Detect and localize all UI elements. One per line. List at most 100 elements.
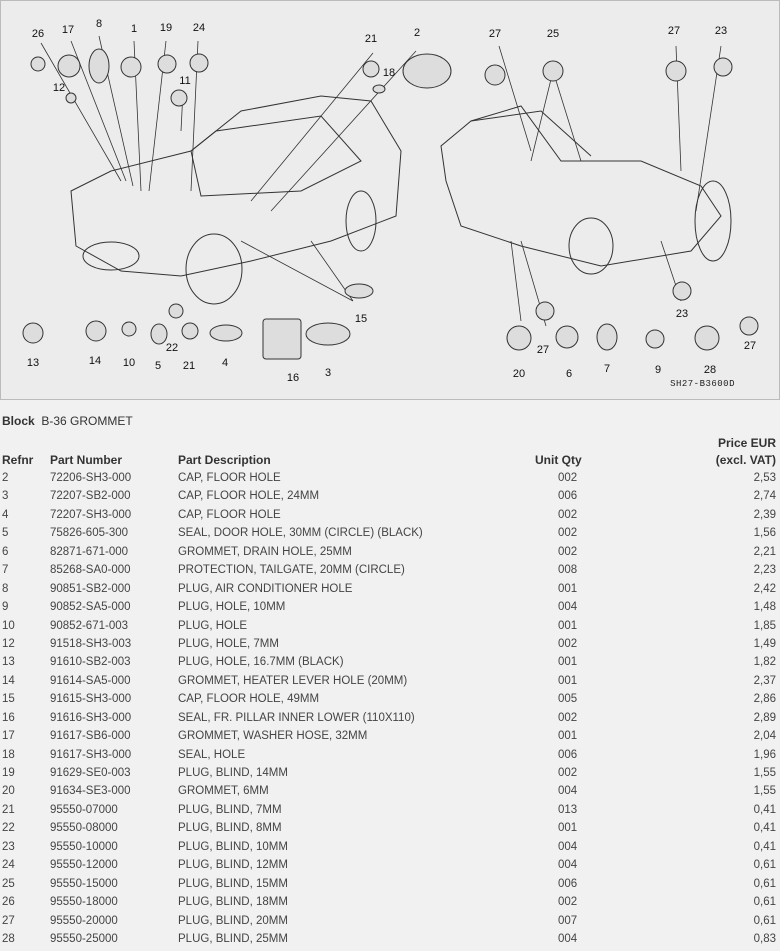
cell-refnr: 8 <box>2 582 9 595</box>
cell-refnr: 9 <box>2 601 9 614</box>
cell-qty: 002 <box>558 545 578 558</box>
cell-refnr: 13 <box>2 656 15 669</box>
callout-23: 23 <box>714 25 728 37</box>
callout-27: 27 <box>536 344 550 356</box>
cell-description: PROTECTION, TAILGATE, 20MM (CIRCLE) <box>178 564 405 577</box>
cell-description: CAP, FLOOR HOLE <box>178 508 281 521</box>
callout-23: 23 <box>675 308 689 320</box>
callout-12: 12 <box>52 82 66 94</box>
cell-refnr: 24 <box>2 859 15 872</box>
cell-refnr: 20 <box>2 785 15 798</box>
cell-part-number: 95550-10000 <box>50 840 118 853</box>
cell-price: 1,82 <box>753 656 776 669</box>
cell-price: 1,49 <box>753 637 776 650</box>
cell-description: PLUG, AIR CONDITIONER HOLE <box>178 582 353 595</box>
header-refnr: Refnr <box>2 453 34 467</box>
cell-qty: 006 <box>558 877 578 890</box>
cell-part-number: 91616-SH3-000 <box>50 711 132 724</box>
callout-18: 18 <box>382 67 396 79</box>
cell-price: 2,86 <box>753 693 776 706</box>
callout-20: 20 <box>512 368 526 380</box>
cell-part-number: 72207-SH3-000 <box>50 508 132 521</box>
cell-part-number: 72206-SH3-000 <box>50 472 132 484</box>
cell-price: 0,41 <box>753 822 776 835</box>
cell-description: CAP, FLOOR HOLE, 49MM <box>178 693 320 706</box>
callout-15: 15 <box>354 313 368 325</box>
cell-description: CAP, FLOOR HOLE, 24MM <box>178 490 320 503</box>
cell-refnr: 2 <box>2 472 9 484</box>
cell-part-number: 90852-671-003 <box>50 619 129 632</box>
cell-qty: 001 <box>558 822 578 835</box>
callout-8: 8 <box>95 18 103 30</box>
cell-price: 2,39 <box>753 508 776 521</box>
cell-refnr: 15 <box>2 693 15 706</box>
cell-refnr: 17 <box>2 730 15 743</box>
callout-27: 27 <box>667 25 681 37</box>
cell-part-number: 91617-SH3-000 <box>50 748 132 761</box>
cell-qty: 002 <box>558 527 578 540</box>
cell-refnr: 3 <box>2 490 9 503</box>
callout-19: 19 <box>159 22 173 34</box>
cell-description: GROMMET, HEATER LEVER HOLE (20MM) <box>178 674 408 687</box>
cell-price: 0,61 <box>753 859 776 872</box>
cell-qty: 004 <box>558 840 578 853</box>
cell-part-number: 95550-12000 <box>50 859 118 872</box>
header-part-number: Part Number <box>50 453 123 467</box>
cell-price: 2,89 <box>753 711 776 724</box>
cell-qty: 001 <box>558 674 578 687</box>
cell-part-number: 95550-15000 <box>50 877 118 890</box>
cell-qty: 006 <box>558 748 578 761</box>
header-qty: Unit Qty <box>535 453 582 467</box>
block-label: Block <box>2 414 35 428</box>
cell-description: SEAL, HOLE <box>178 748 246 761</box>
cell-description: GROMMET, DRAIN HOLE, 25MM <box>178 545 352 558</box>
callout-1: 1 <box>130 23 138 35</box>
callout-5: 5 <box>154 360 162 372</box>
cell-description: PLUG, BLIND, 10MM <box>178 840 288 853</box>
callout-24: 24 <box>192 22 206 34</box>
cell-price: 2,74 <box>753 490 776 503</box>
cell-part-number: 95550-07000 <box>50 803 118 816</box>
cell-description: PLUG, BLIND, 15MM <box>178 877 288 890</box>
cell-part-number: 91615-SH3-000 <box>50 693 132 706</box>
cell-part-number: 75826-605-300 <box>50 527 129 540</box>
callout-4: 4 <box>221 357 229 369</box>
cell-qty: 005 <box>558 693 578 706</box>
cell-part-number: 90852-SA5-000 <box>50 601 131 614</box>
cell-description: PLUG, BLIND, 7MM <box>178 803 282 816</box>
block-title: Block B-36 GROMMET <box>2 414 133 428</box>
cell-description: PLUG, HOLE, 16.7MM (BLACK) <box>178 656 344 669</box>
cell-description: GROMMET, WASHER HOSE, 32MM <box>178 730 368 743</box>
cell-price: 0,41 <box>753 803 776 816</box>
callout-14: 14 <box>88 355 102 367</box>
cell-refnr: 26 <box>2 896 15 909</box>
callout-27: 27 <box>743 340 757 352</box>
cell-qty: 002 <box>558 472 578 484</box>
cell-price: 1,55 <box>753 767 776 780</box>
cell-price: 0,61 <box>753 896 776 909</box>
cell-description: PLUG, HOLE, 10MM <box>178 601 286 614</box>
cell-part-number: 91614-SA5-000 <box>50 674 131 687</box>
callout-7: 7 <box>603 363 611 375</box>
cell-qty: 007 <box>558 914 578 927</box>
cell-qty: 002 <box>558 896 578 909</box>
callout-21: 21 <box>182 360 196 372</box>
front-car-outline <box>70 95 402 277</box>
